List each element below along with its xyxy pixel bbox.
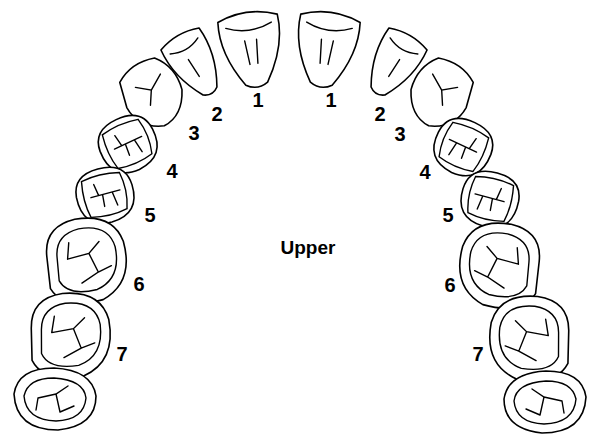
callout-number: 6 xyxy=(133,274,144,294)
callout-number: 1 xyxy=(325,90,336,110)
callout-number: 7 xyxy=(472,344,483,364)
callout-number: 4 xyxy=(419,162,430,182)
callout-number: 6 xyxy=(444,275,455,295)
callout-number: 5 xyxy=(144,205,155,225)
callout-number: 4 xyxy=(166,161,177,181)
arch-label: Upper xyxy=(281,238,336,257)
callout-number: 5 xyxy=(442,205,453,225)
callout-number: 1 xyxy=(252,90,263,110)
callout-number: 7 xyxy=(116,344,127,364)
callout-number: 2 xyxy=(374,104,385,124)
callout-number: 3 xyxy=(188,123,199,143)
callout-number: 3 xyxy=(394,124,405,144)
callout-number: 2 xyxy=(211,104,222,124)
